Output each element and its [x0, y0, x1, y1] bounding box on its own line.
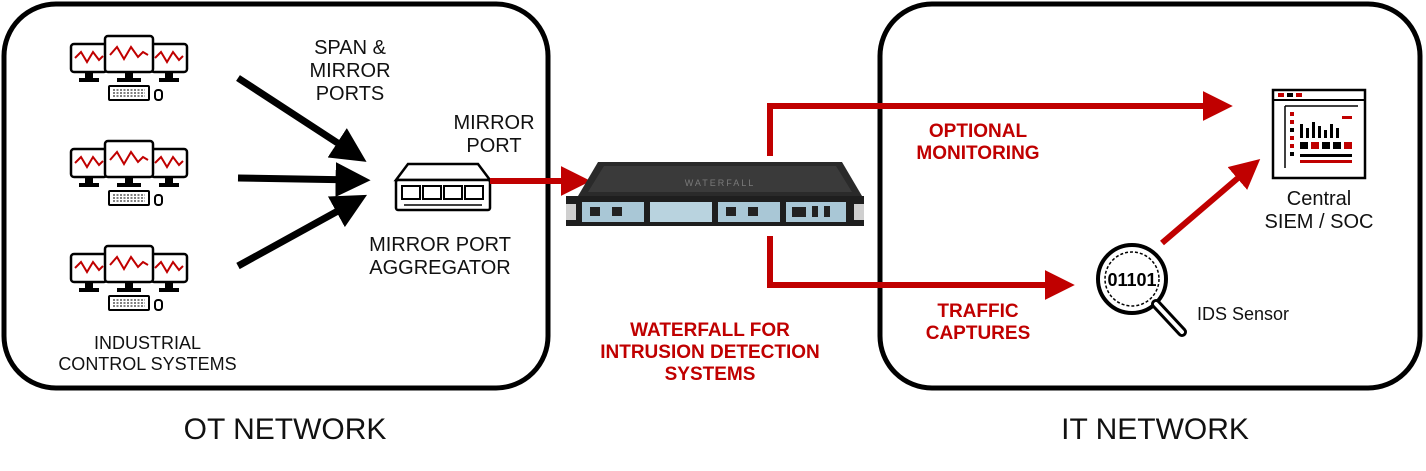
ics-workstation-icon	[69, 34, 189, 102]
waterfall-appliance-icon	[566, 162, 864, 226]
span-mirror-ports-label: SPAN & MIRROR PORTS	[290, 37, 410, 106]
waterfall-label-line: INTRUSION DETECTION	[600, 341, 820, 363]
it-network-title: IT NETWORK	[1061, 413, 1249, 446]
traffic-captures-label: TRAFFIC CAPTURES	[900, 301, 1056, 345]
aggregator-label-line: AGGREGATOR	[369, 257, 511, 279]
optional-monitoring-label: OPTIONAL MONITORING	[900, 121, 1056, 165]
span-label-line: MIRROR	[309, 60, 391, 82]
aggregator-label: MIRROR PORT AGGREGATOR	[350, 234, 530, 280]
ics-label: INDUSTRIAL CONTROL SYSTEMS	[40, 333, 255, 374]
ics-workstation-icon	[69, 139, 189, 207]
traffic-captures-line: CAPTURES	[925, 322, 1031, 344]
aggregator-label-line: MIRROR PORT	[369, 234, 511, 256]
ics-label-line: CONTROL SYSTEMS	[58, 353, 237, 374]
ot-network-box	[1, 1, 551, 391]
waterfall-logo: WATERFALL	[685, 178, 756, 188]
optional-monitoring-line: OPTIONAL	[928, 121, 1028, 142]
waterfall-label-line: SYSTEMS	[664, 363, 756, 385]
mirror-port-label-line: MIRROR	[453, 112, 535, 134]
traffic-captures-line: TRAFFIC	[937, 301, 1019, 322]
ids-binary-text: 01101	[1107, 270, 1156, 290]
ot-network-title: OT NETWORK	[183, 413, 387, 446]
it-network-box	[877, 1, 1423, 391]
mirror-port-label: MIRROR PORT	[436, 112, 552, 158]
siem-label: Central SIEM / SOC	[1248, 188, 1390, 234]
siem-label-line: Central	[1286, 188, 1352, 210]
ids-sensor-label: IDS Sensor	[1197, 304, 1290, 324]
optional-monitoring-line: MONITORING	[916, 142, 1040, 164]
span-arrow-bottom	[236, 194, 368, 270]
span-arrow-top	[236, 75, 367, 162]
waterfall-label: WATERFALL FOR INTRUSION DETECTION SYSTEM…	[560, 320, 860, 386]
traffic-captures-arrow	[767, 236, 1075, 300]
siem-dashboard-icon	[1271, 88, 1367, 180]
ids-magnifier-icon	[1096, 243, 1187, 337]
span-arrow-middle	[237, 162, 371, 198]
ics-workstation-icon	[69, 244, 189, 312]
mirror-port-label-line: PORT	[466, 135, 522, 157]
ids-to-siem-arrow	[1160, 158, 1261, 246]
ics-label-line: INDUSTRIAL	[93, 333, 201, 353]
optional-monitoring-arrow	[767, 91, 1233, 156]
waterfall-label-line: WATERFALL FOR	[630, 320, 790, 341]
siem-label-line: SIEM / SOC	[1264, 211, 1374, 233]
span-label-line: PORTS	[315, 83, 385, 105]
aggregator-switch-icon	[393, 162, 493, 212]
span-label-line: SPAN &	[314, 37, 386, 59]
